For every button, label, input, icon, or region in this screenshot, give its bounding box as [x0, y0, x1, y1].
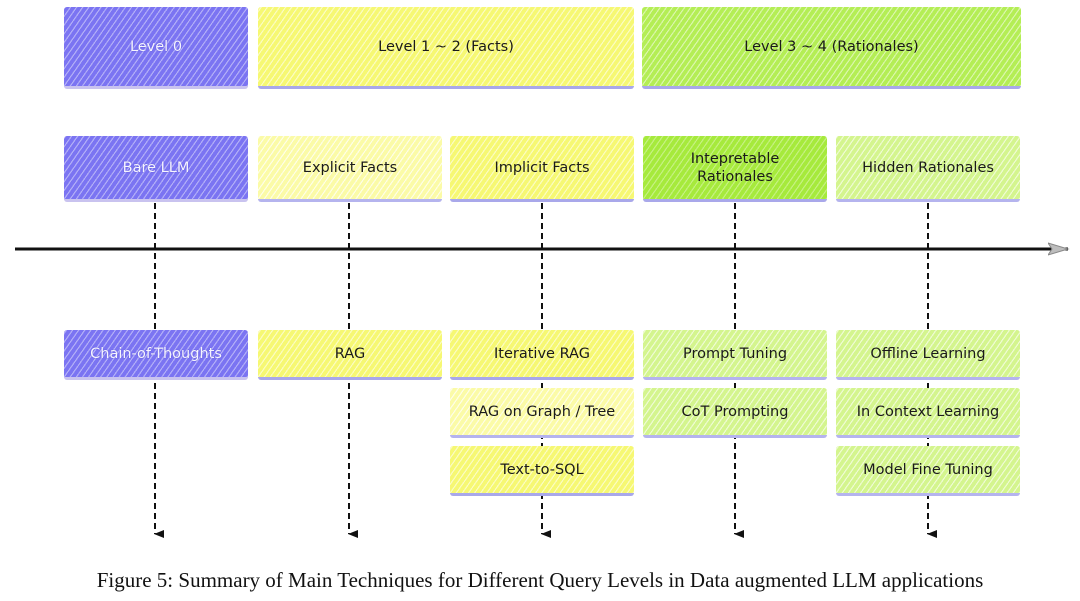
technique-label: Offline Learning	[870, 345, 986, 362]
category-hidden-rationales: Hidden Rationales	[836, 136, 1020, 202]
technique-box: In Context Learning	[836, 388, 1020, 438]
category-bare-llm-label: Bare LLM	[122, 159, 190, 176]
technique-box: CoT Prompting	[643, 388, 827, 438]
technique-label: RAG on Graph / Tree	[468, 403, 616, 420]
category-implicit-facts: Implicit Facts	[450, 136, 634, 202]
level-3-4-header: Level 3 ~ 4 (Rationales)	[642, 7, 1021, 89]
technique-label: Iterative RAG	[494, 345, 590, 362]
technique-label: In Context Learning	[856, 403, 1000, 420]
technique-label: RAG	[334, 345, 366, 362]
technique-label: Model Fine Tuning	[863, 461, 993, 478]
technique-box: RAG on Graph / Tree	[450, 388, 634, 438]
category-explicit-facts-label: Explicit Facts	[302, 159, 398, 176]
level-3-4-label: Level 3 ~ 4 (Rationales)	[744, 38, 919, 55]
technique-box: Offline Learning	[836, 330, 1020, 380]
technique-box: Model Fine Tuning	[836, 446, 1020, 496]
technique-box: Text-to-SQL	[450, 446, 634, 496]
figure-caption: Figure 5: Summary of Main Techniques for…	[96, 568, 984, 592]
technique-label: Text-to-SQL	[500, 461, 584, 478]
category-hidden-rationales-label: Hidden Rationales	[862, 159, 994, 176]
technique-box: RAG	[258, 330, 442, 380]
category-implicit-facts-label: Implicit Facts	[494, 159, 590, 176]
category-explicit-facts: Explicit Facts	[258, 136, 442, 202]
technique-box: Iterative RAG	[450, 330, 634, 380]
query-levels-diagram: Level 0 Level 1 ~ 2 (Facts) Level 3 ~ 4 …	[15, 7, 1080, 538]
technique-label: Chain-of-Thoughts	[90, 345, 222, 362]
technique-box: Chain-of-Thoughts	[64, 330, 248, 380]
level-1-2-header: Level 1 ~ 2 (Facts)	[258, 7, 634, 89]
technique-label: CoT Prompting	[681, 403, 789, 420]
technique-box: Prompt Tuning	[643, 330, 827, 380]
category-interpretable-rationales: Intepretable Rationales	[643, 136, 827, 202]
level-0-label: Level 0	[129, 38, 183, 55]
technique-label: Prompt Tuning	[682, 345, 788, 362]
category-bare-llm: Bare LLM	[64, 136, 248, 202]
category-interpretable-rationales-label: Intepretable Rationales	[690, 150, 780, 185]
level-1-2-label: Level 1 ~ 2 (Facts)	[378, 38, 514, 55]
level-0-header: Level 0	[64, 7, 248, 89]
